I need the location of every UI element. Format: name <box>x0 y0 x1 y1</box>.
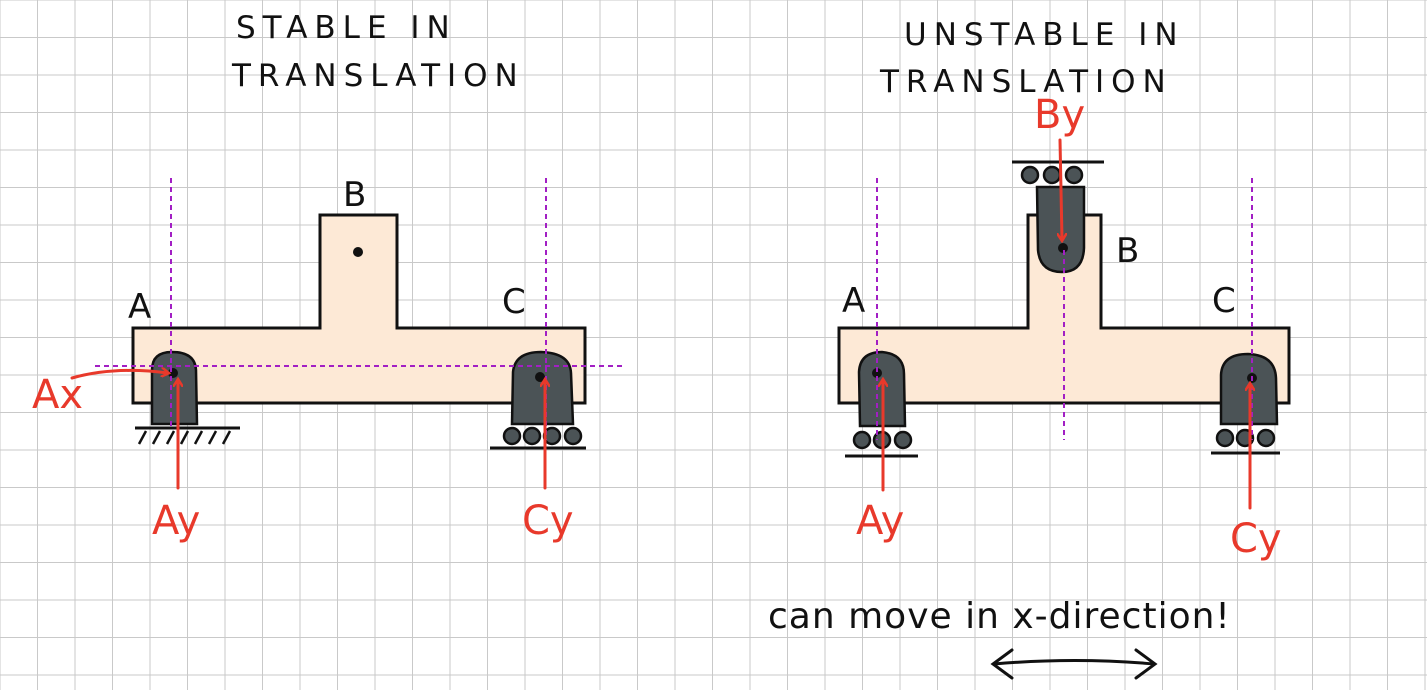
force-label-ay: Ay <box>152 498 200 544</box>
roller-support-c <box>510 350 575 426</box>
stable-diagram: STABLE IN TRANSLATION A B C <box>32 10 622 544</box>
pin-b-dot <box>1058 243 1068 253</box>
ground-hatch-a <box>137 430 232 445</box>
force-arrow-by <box>1060 138 1062 240</box>
x-direction-note: can move in x-direction! <box>768 596 1231 637</box>
stable-title-line1: STABLE IN <box>236 10 457 46</box>
pin-a2-dot <box>872 368 882 378</box>
rollers-c <box>502 426 583 446</box>
point-b-dot <box>353 247 363 257</box>
label-a: A <box>128 287 151 327</box>
force-label-cy2: Cy <box>1230 516 1282 562</box>
double-headed-arrow <box>990 648 1158 680</box>
unstable-title-line1: UNSTABLE IN <box>904 17 1185 53</box>
rollers-b <box>1020 165 1084 185</box>
label-c2: C <box>1212 281 1236 321</box>
pin-support-a <box>150 350 199 426</box>
label-c: C <box>502 282 526 322</box>
rollers-c2 <box>1215 428 1276 448</box>
label-b2: B <box>1116 231 1139 271</box>
rigid-body <box>131 213 587 405</box>
label-a2: A <box>842 281 865 321</box>
force-arrow-ax <box>70 370 168 380</box>
stable-title-line2: TRANSLATION <box>231 58 525 94</box>
rollers-a2 <box>852 430 913 450</box>
force-label-ay2: Ay <box>856 498 904 544</box>
label-b: B <box>343 175 366 215</box>
unstable-diagram: UNSTABLE IN TRANSLATION <box>768 17 1291 680</box>
force-label-ax: Ax <box>32 372 83 418</box>
force-label-by: By <box>1034 92 1085 138</box>
unstable-title-line2: TRANSLATION <box>879 64 1173 100</box>
force-label-cy: Cy <box>522 498 574 544</box>
